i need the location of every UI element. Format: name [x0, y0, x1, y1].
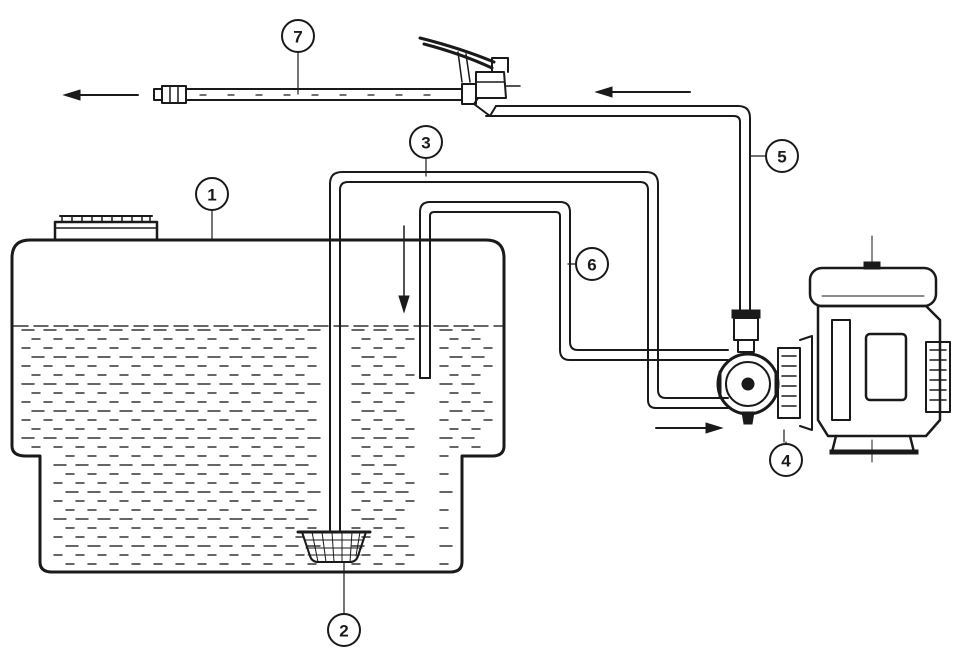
callout-7: 7 — [281, 19, 315, 53]
callout-3: 3 — [409, 125, 443, 159]
pump — [716, 309, 813, 443]
arrow-pump-inflow — [655, 422, 724, 434]
return-hose — [419, 201, 729, 379]
callout-5: 5 — [765, 139, 799, 173]
pressure-hose — [485, 105, 751, 319]
callout-5-label: 5 — [777, 148, 786, 167]
tank — [10, 215, 506, 574]
arrow-pressure-flow — [594, 86, 691, 98]
suction-filter-basket — [296, 530, 372, 563]
flow-arrows — [62, 86, 724, 434]
callout-6: 6 — [575, 247, 609, 281]
suction-hose — [329, 171, 729, 531]
callout-4-label: 4 — [781, 452, 791, 471]
callout-6-label: 6 — [587, 256, 596, 275]
callout-3-label: 3 — [421, 134, 430, 153]
arrow-spray-out — [62, 89, 139, 101]
tank-fill-cap — [53, 215, 159, 242]
callout-2-label: 2 — [339, 622, 348, 641]
callout-4: 4 — [769, 443, 803, 477]
tank-liquid — [13, 325, 503, 565]
engine — [808, 235, 951, 463]
callout-7-label: 7 — [293, 28, 302, 47]
callout-leaders — [211, 51, 787, 615]
spray-gun — [153, 36, 521, 117]
tank-inflow-arrow — [398, 225, 410, 314]
callout-2: 2 — [327, 613, 361, 647]
callout-1: 1 — [195, 177, 229, 211]
callout-1-label: 1 — [207, 186, 216, 205]
